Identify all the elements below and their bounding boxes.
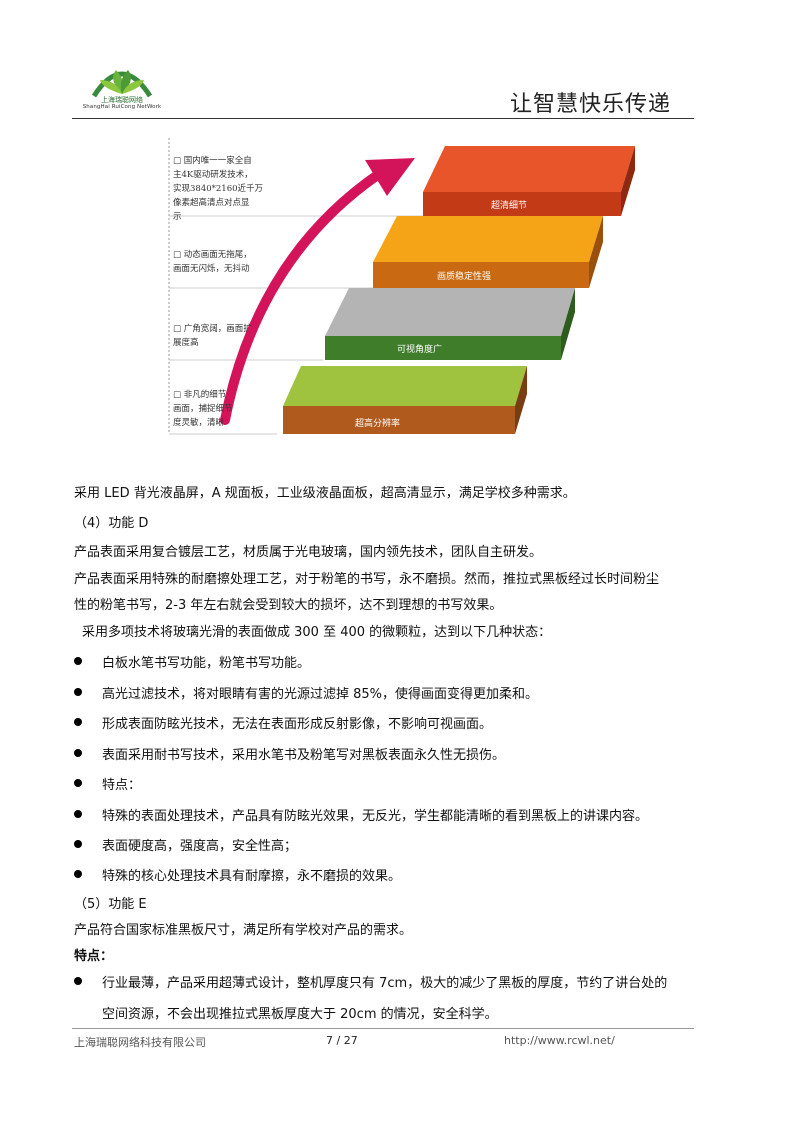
header-slogan: 让智慧快乐传递	[510, 92, 672, 117]
step-label-3: 画质稳定性强	[437, 270, 491, 282]
footer-company: 上海瑞聪网络科技有限公司	[74, 1036, 206, 1049]
section-heading-function-d: （4）功能 D	[74, 516, 149, 531]
step-label-4: 超清细节	[491, 199, 527, 211]
footer-divider	[72, 1028, 694, 1029]
diagram-note-4: □ 非凡的细节 画面，捕捉细节 度灵敏，清晰	[173, 390, 233, 428]
bullet-icon	[74, 870, 82, 878]
paragraph-standard-size: 产品符合国家标准黑板尺寸，满足所有学校对产品的需求。	[74, 923, 413, 938]
paragraph-micro-particle: 采用多项技术将玻璃光滑的表面做成 300 至 400 的微颗粒，达到以下几种状态…	[82, 625, 552, 640]
bullet-icon	[74, 779, 82, 787]
page-number: 7 / 27	[326, 1034, 358, 1047]
header-divider	[72, 118, 694, 119]
diagram-note-2: □ 动态画面无拖尾， 画面无闪烁，无抖动	[173, 250, 252, 274]
footer-url[interactable]: http://www.rcwl.net/	[504, 1034, 615, 1047]
paragraph-led: 采用 LED 背光液晶屏，A 规面板，工业级液晶面板，超高清显示，满足学校多种需…	[74, 486, 576, 501]
bullet-icon	[74, 688, 82, 696]
paragraph-wear-1: 产品表面采用特殊的耐磨擦处理工艺，对于粉笔的书写，永不磨损。然而，推拉式黑板经过…	[74, 572, 660, 587]
list-item-continuation: 空间资源，不会出现推拉式黑板厚度大于 20cm 的情况，安全科学。	[102, 1007, 498, 1022]
logo-name-en: ShangHai RuiCong NetWork	[82, 104, 162, 110]
section-heading-function-e: （5）功能 E	[74, 897, 147, 912]
bullet-icon	[74, 840, 82, 848]
step-2-front	[325, 336, 561, 360]
diagram-note-1: □ 国内唯一一家全自 主4K驱动研发技术， 实现3840*2160近千万 像素超…	[173, 156, 264, 222]
step-4-front	[423, 192, 621, 216]
logo-name-cn: 上海瑞聪网络	[101, 96, 143, 104]
diagram-note-3: □ 广角宽阔，画面扩 展度高	[173, 324, 252, 348]
growth-arrow	[220, 169, 384, 425]
bullet-icon	[74, 749, 82, 757]
step-1-front	[283, 406, 515, 434]
step-3-front	[373, 262, 589, 288]
features-label: 特点：	[74, 949, 114, 964]
step-label-1: 超高分辨率	[355, 417, 400, 429]
staircase-graphic: 超高分辨率 可视角度广 画质稳定性强 超清细节	[168, 138, 635, 435]
paragraph-coating: 产品表面采用复合镀层工艺，材质属于光电玻璃，国内领先技术，团队自主研发。	[74, 545, 543, 560]
feature-staircase-diagram: 超高分辨率 可视角度广 画质稳定性强 超清细节 □ 国内唯一一家全自 主4K驱动…	[165, 138, 640, 438]
bullet-icon	[74, 657, 82, 665]
bullet-icon	[74, 977, 82, 985]
step-label-2: 可视角度广	[397, 343, 442, 355]
company-logo	[91, 70, 153, 98]
paragraph-wear-2: 性的粉笔书写，2-3 年左右就会受到较大的损坏，达不到理想的书写效果。	[74, 598, 503, 613]
bullet-icon	[74, 810, 82, 818]
bullet-icon	[74, 718, 82, 726]
